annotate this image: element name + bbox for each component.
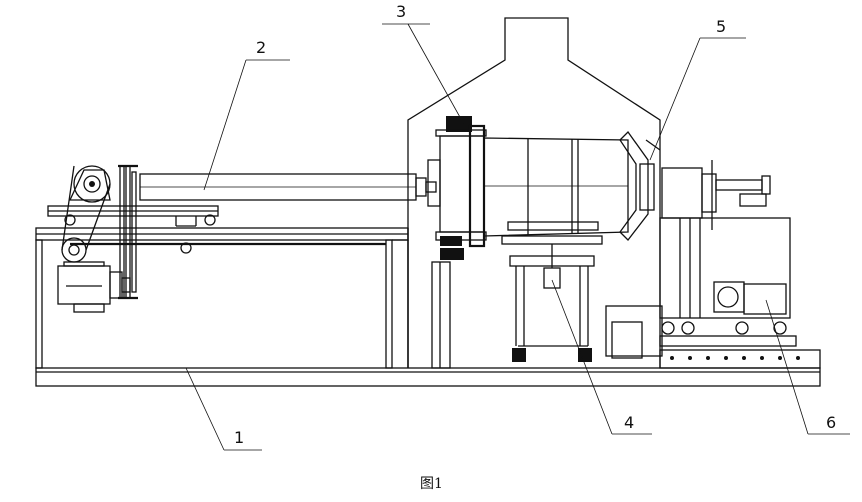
left-carriage (47, 205, 219, 254)
rail-rollers (670, 356, 800, 360)
right-drive (661, 160, 771, 230)
support-cart (501, 221, 603, 362)
rotary-drum (483, 137, 629, 237)
label-6: 6 (826, 413, 836, 432)
base-frame (35, 367, 821, 387)
label-5: 5 (716, 17, 726, 36)
drum-end-cap (619, 130, 661, 241)
label-3: 3 (396, 2, 406, 21)
leader-lines (185, 23, 850, 451)
label-2: 2 (256, 38, 266, 57)
figure-caption: 图1 (420, 476, 443, 492)
right-frame (605, 217, 821, 369)
long-shaft (139, 173, 437, 201)
label-4: 4 (624, 413, 634, 432)
furnace-hood (407, 17, 661, 368)
left-table (35, 227, 409, 369)
belt-drive (61, 164, 138, 300)
drum-front-ring (427, 116, 487, 369)
left-motor (57, 261, 131, 313)
label-1: 1 (234, 428, 244, 447)
